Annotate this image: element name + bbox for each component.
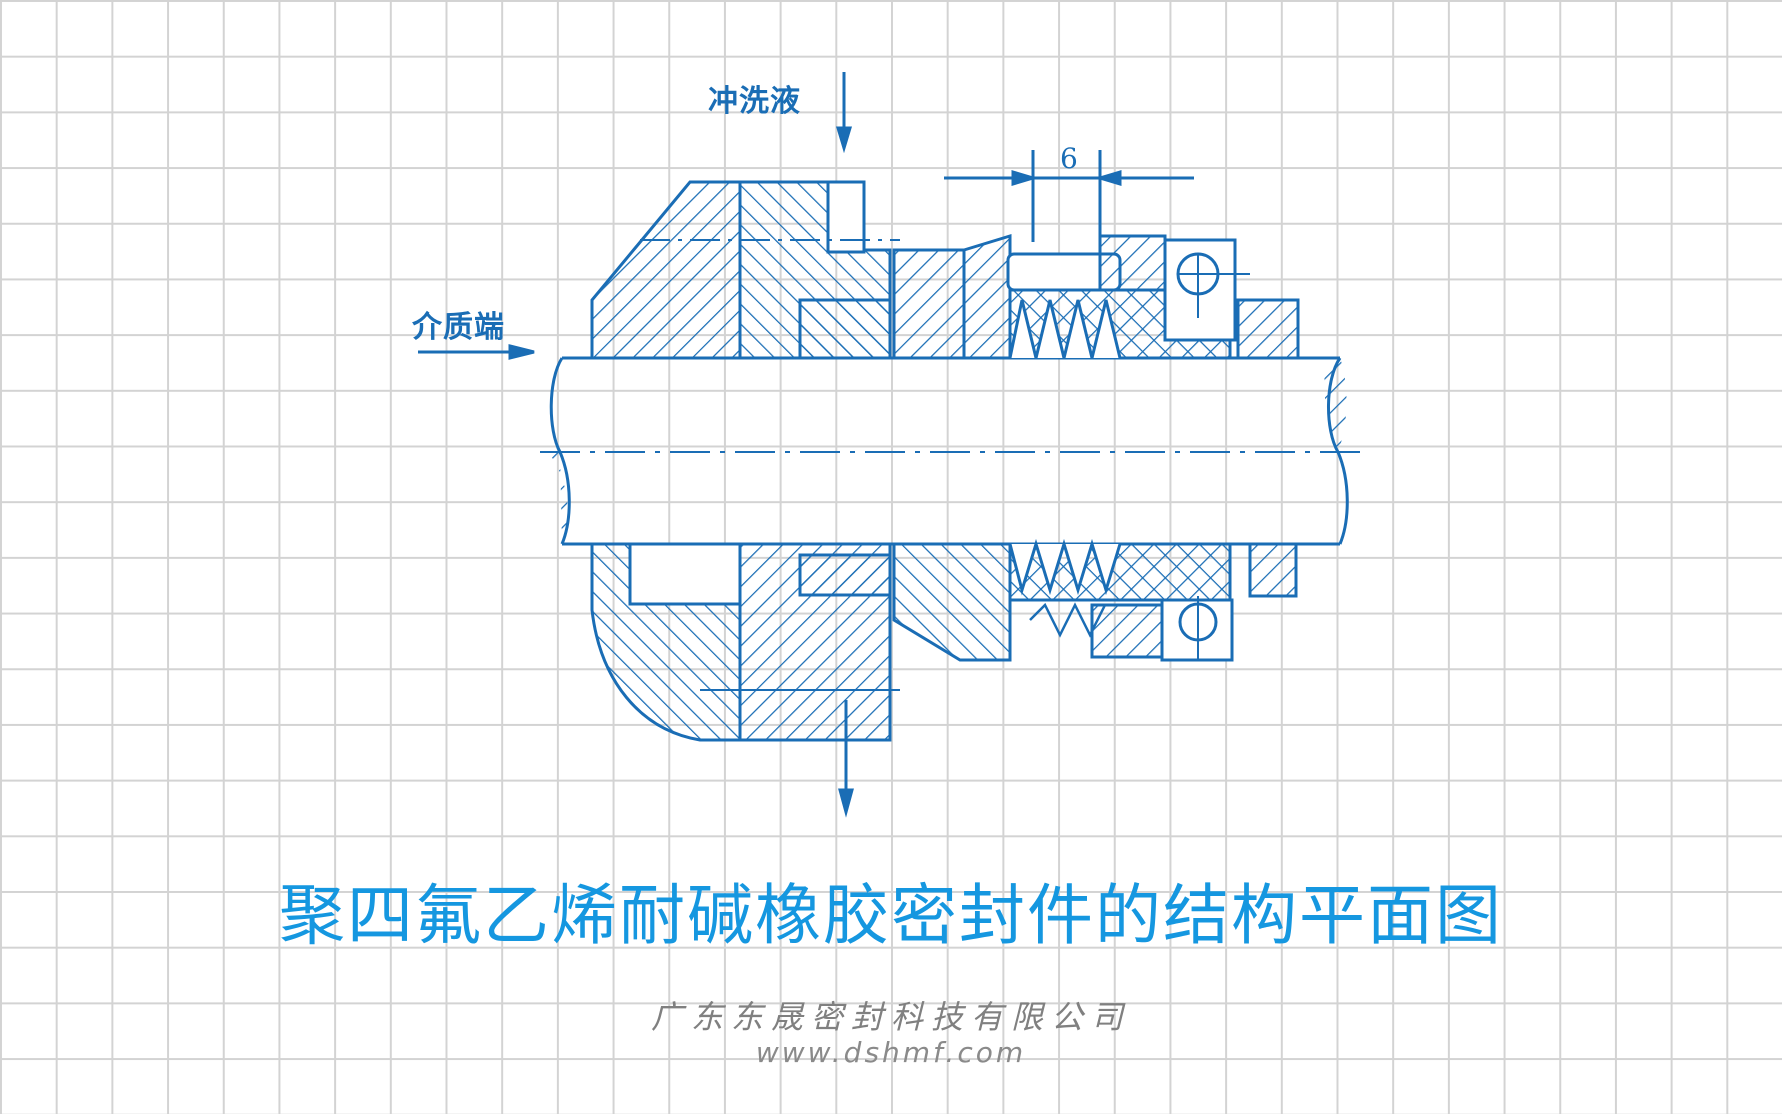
seal-rings-lower bbox=[798, 538, 1298, 662]
medium-direction-arrow bbox=[418, 344, 535, 360]
seal-rings-upper bbox=[892, 233, 1300, 360]
website-url: www.dshmf.com bbox=[755, 1036, 1027, 1069]
gland-lower bbox=[590, 542, 900, 742]
gland-upper bbox=[590, 180, 900, 360]
flush-inlet-arrow bbox=[835, 72, 853, 154]
dimension-line bbox=[944, 150, 1194, 242]
shaft bbox=[540, 356, 1360, 546]
dimension-label: 6 bbox=[1060, 142, 1079, 175]
medium-side-label: 介质端 bbox=[412, 310, 505, 345]
diagram-title: 聚四氟乙烯耐碱橡胶密封件的结构平面图 bbox=[279, 877, 1503, 954]
flushing-fluid-label: 冲洗液 bbox=[708, 84, 801, 119]
company-name: 广东东晟密封科技有限公司 bbox=[650, 998, 1131, 1036]
